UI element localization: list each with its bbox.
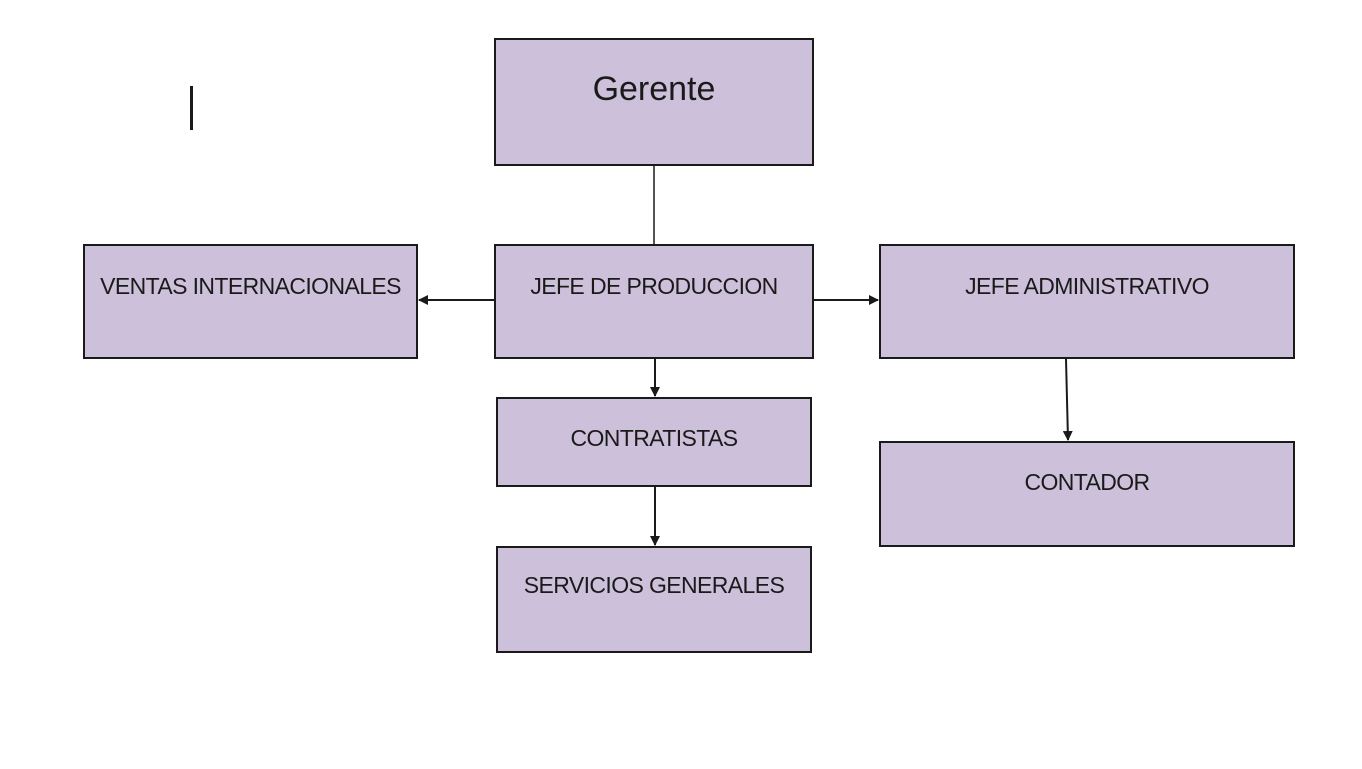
node-contratistas-label: CONTRATISTAS <box>570 425 738 451</box>
node-ventas-internacionales[interactable]: VENTAS INTERNACIONALES <box>83 244 418 359</box>
edge-jefeadmin-contador <box>1062 358 1073 441</box>
node-contador[interactable]: CONTADOR <box>879 441 1295 547</box>
node-gerente[interactable]: Gerente <box>494 38 814 166</box>
node-jefe-administrativo-label: JEFE ADMINISTRATIVO <box>965 273 1209 299</box>
node-ventas-internacionales-label: VENTAS INTERNACIONALES <box>100 273 401 299</box>
text-cursor-icon <box>190 86 193 130</box>
node-jefe-administrativo[interactable]: JEFE ADMINISTRATIVO <box>879 244 1295 359</box>
node-contratistas[interactable]: CONTRATISTAS <box>496 397 812 487</box>
node-jefe-de-produccion[interactable]: JEFE DE PRODUCCION <box>494 244 814 359</box>
node-gerente-label: Gerente <box>592 70 716 108</box>
node-contador-label: CONTADOR <box>1024 469 1150 495</box>
node-servicios-generales[interactable]: SERVICIOS GENERALES <box>496 546 812 653</box>
node-servicios-generales-label: SERVICIOS GENERALES <box>523 572 785 598</box>
node-jefe-de-produccion-label: JEFE DE PRODUCCION <box>530 273 778 299</box>
